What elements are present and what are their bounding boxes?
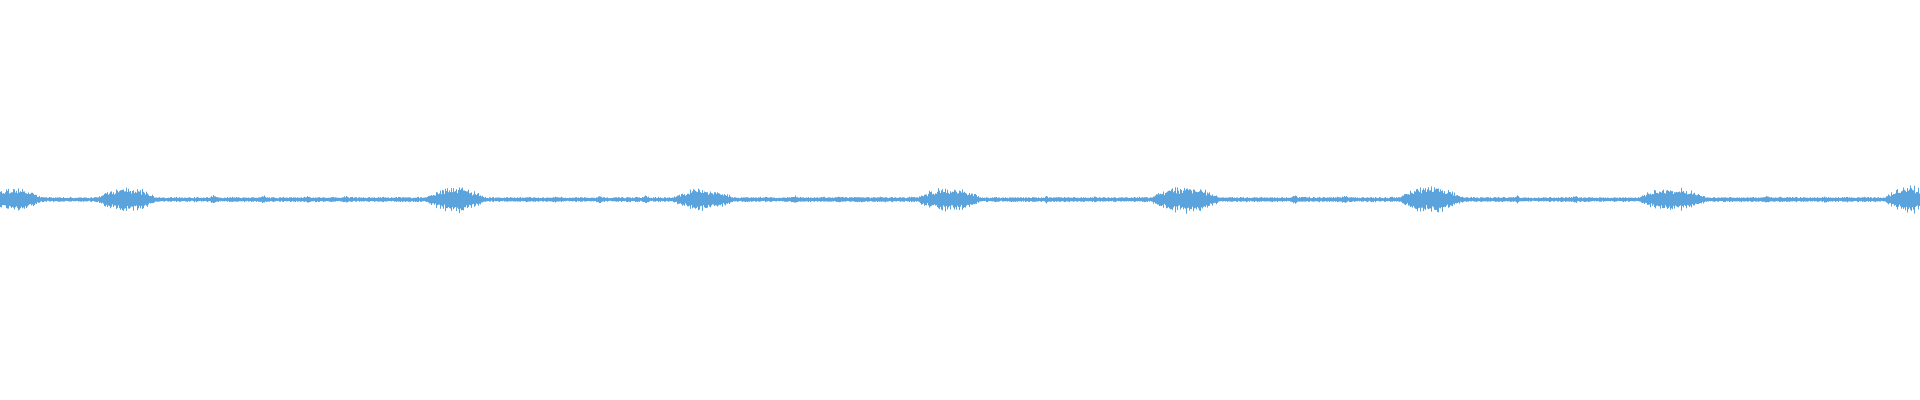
waveform-amplitude-path	[0, 185, 1920, 214]
waveform-sample-bars	[0, 185, 1920, 214]
